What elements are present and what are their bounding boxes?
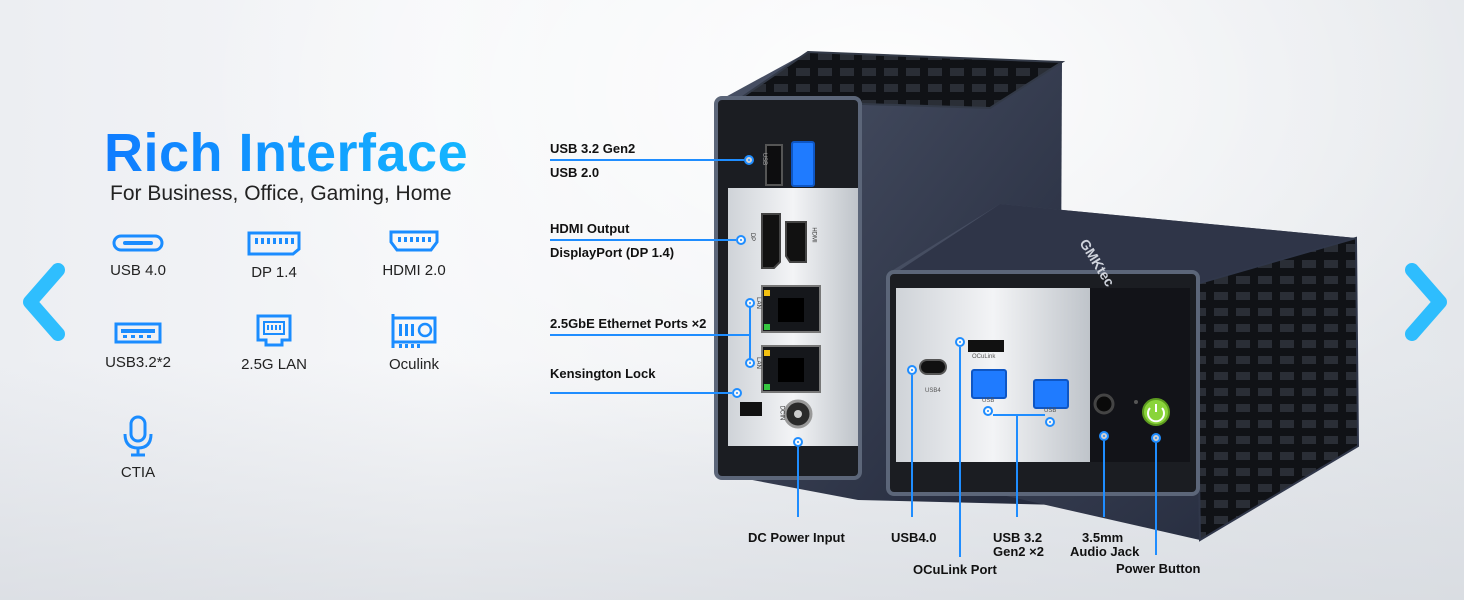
callout-oculink: OCuLink Port [913,562,997,577]
carousel-next-button[interactable] [1396,262,1456,342]
callout-usb4: USB4.0 [891,530,937,545]
callout-dp: DisplayPort (DP 1.4) [550,245,675,260]
feature-hdmi: HDMI 2.0 [354,228,474,279]
ethernet-icon [256,314,292,347]
port-label-usb: USB [761,152,768,166]
callout-audio-line1: 3.5mm [1082,530,1124,545]
callout-dot [1151,433,1161,443]
callout-dot [983,406,993,416]
port-label-lan-2: LAN [754,357,761,369]
port-label-lan-1: LAN [754,297,761,309]
callout-usb32-gen2x2-line1: USB 3.2 [993,530,1043,545]
callout-kensington: Kensington Lock [550,366,656,381]
hdmi-icon [389,230,439,252]
port-label-usb4: USB4 [925,388,941,394]
port-label-oculink: OCuLink [972,354,996,360]
leader-line [1016,415,1018,517]
callout-power-button: Power Button [1116,561,1201,576]
leader-line [749,304,751,364]
usb-c-icon [112,234,164,252]
page-subtitle: For Business, Office, Gaming, Home [110,182,452,205]
leader-line [550,239,736,241]
callout-usb32-gen2x2-line2: Gen2 ×2 [993,544,1044,559]
front-unit [886,204,1360,542]
leader-line [993,414,1045,416]
callout-dot [745,358,755,368]
callout-dot [745,298,755,308]
callout-usb20: USB 2.0 [550,165,600,180]
chevron-right-icon [1405,263,1447,341]
feature-usb32: USB3.2*2 [78,320,198,371]
chevron-left-icon [23,263,65,341]
leader-line [1155,443,1157,555]
oculink-card-icon [391,314,437,348]
feature-oculink: Oculink [354,312,474,373]
port-label-dp: DP [749,232,756,242]
callout-usb32-gen2: USB 3.2 Gen2 [550,141,636,156]
port-label-dcin: DCIN [778,405,785,421]
callout-dot [736,235,746,245]
callout-dc-power: DC Power Input [748,530,845,545]
callout-dot [1045,417,1055,427]
carousel-prev-button[interactable] [14,262,74,342]
microphone-icon [123,415,153,457]
leader-line [1103,441,1105,517]
port-label-hdmi: HDMI [810,227,817,243]
callout-lan: 2.5GbE Ethernet Ports ×2 [550,316,707,331]
feature-lan: 2.5G LAN [214,312,334,373]
port-label-usb-a-2: USB [1044,408,1057,414]
port-label-usb-a-1: USB [982,398,995,404]
displayport-icon [247,231,301,256]
feature-dp: DP 1.4 [214,228,334,281]
callout-dot [907,365,917,375]
callout-audio-line2: Audio Jack [1070,544,1140,559]
leader-line [550,334,750,336]
feature-usb4: USB 4.0 [78,230,198,279]
leader-line [550,392,732,394]
leader-line [911,375,913,517]
callout-hdmi: HDMI Output [550,221,630,236]
callout-dot [955,337,965,347]
feature-ctia: CTIA [78,414,198,481]
leader-line [797,447,799,517]
callout-dot [1099,431,1109,441]
leader-line [550,159,744,161]
callout-dot [732,388,742,398]
leader-line [959,347,961,557]
page-title: Rich Interface [104,123,469,183]
callout-dot [793,437,803,447]
usb-a-icon [114,322,162,344]
callout-dot [744,155,754,165]
